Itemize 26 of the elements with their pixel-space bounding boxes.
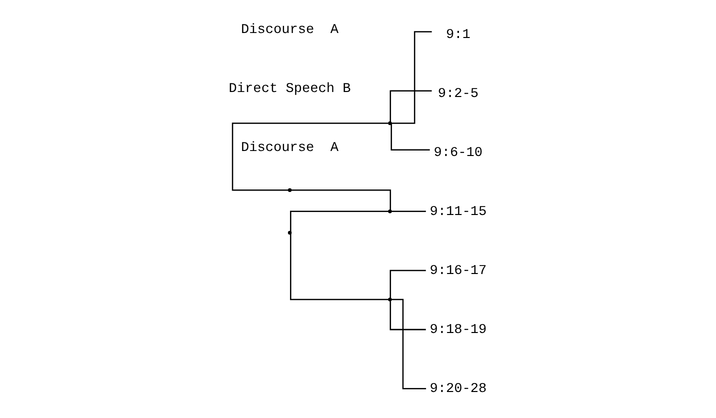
node-text: 9:1 — [446, 28, 470, 43]
connector — [391, 210, 426, 212]
label: Direct Speech B — [228, 82, 351, 98]
connector — [392, 31, 432, 124]
connector — [390, 301, 426, 330]
connector — [290, 234, 389, 300]
node-point — [388, 210, 392, 214]
node-point — [288, 188, 292, 192]
connector — [390, 90, 432, 122]
label: Discourse A — [241, 141, 339, 156]
connector — [232, 122, 388, 191]
node-text: 9:6-10 — [434, 146, 483, 161]
node-point — [288, 230, 292, 235]
node-text: 9:18-19 — [430, 323, 487, 338]
node-text: 9:11-15 — [430, 205, 487, 220]
node-text: 9:20-28 — [430, 382, 487, 398]
connector — [390, 270, 426, 298]
connector — [390, 123, 430, 151]
node-text: 9:16-17 — [430, 264, 487, 280]
label: Discourse A — [241, 22, 339, 38]
node-text: 9:2-5 — [438, 86, 478, 102]
connector — [290, 210, 389, 232]
connector — [392, 298, 426, 390]
connector — [291, 189, 392, 210]
node-point — [388, 121, 392, 126]
node-point — [388, 298, 392, 302]
